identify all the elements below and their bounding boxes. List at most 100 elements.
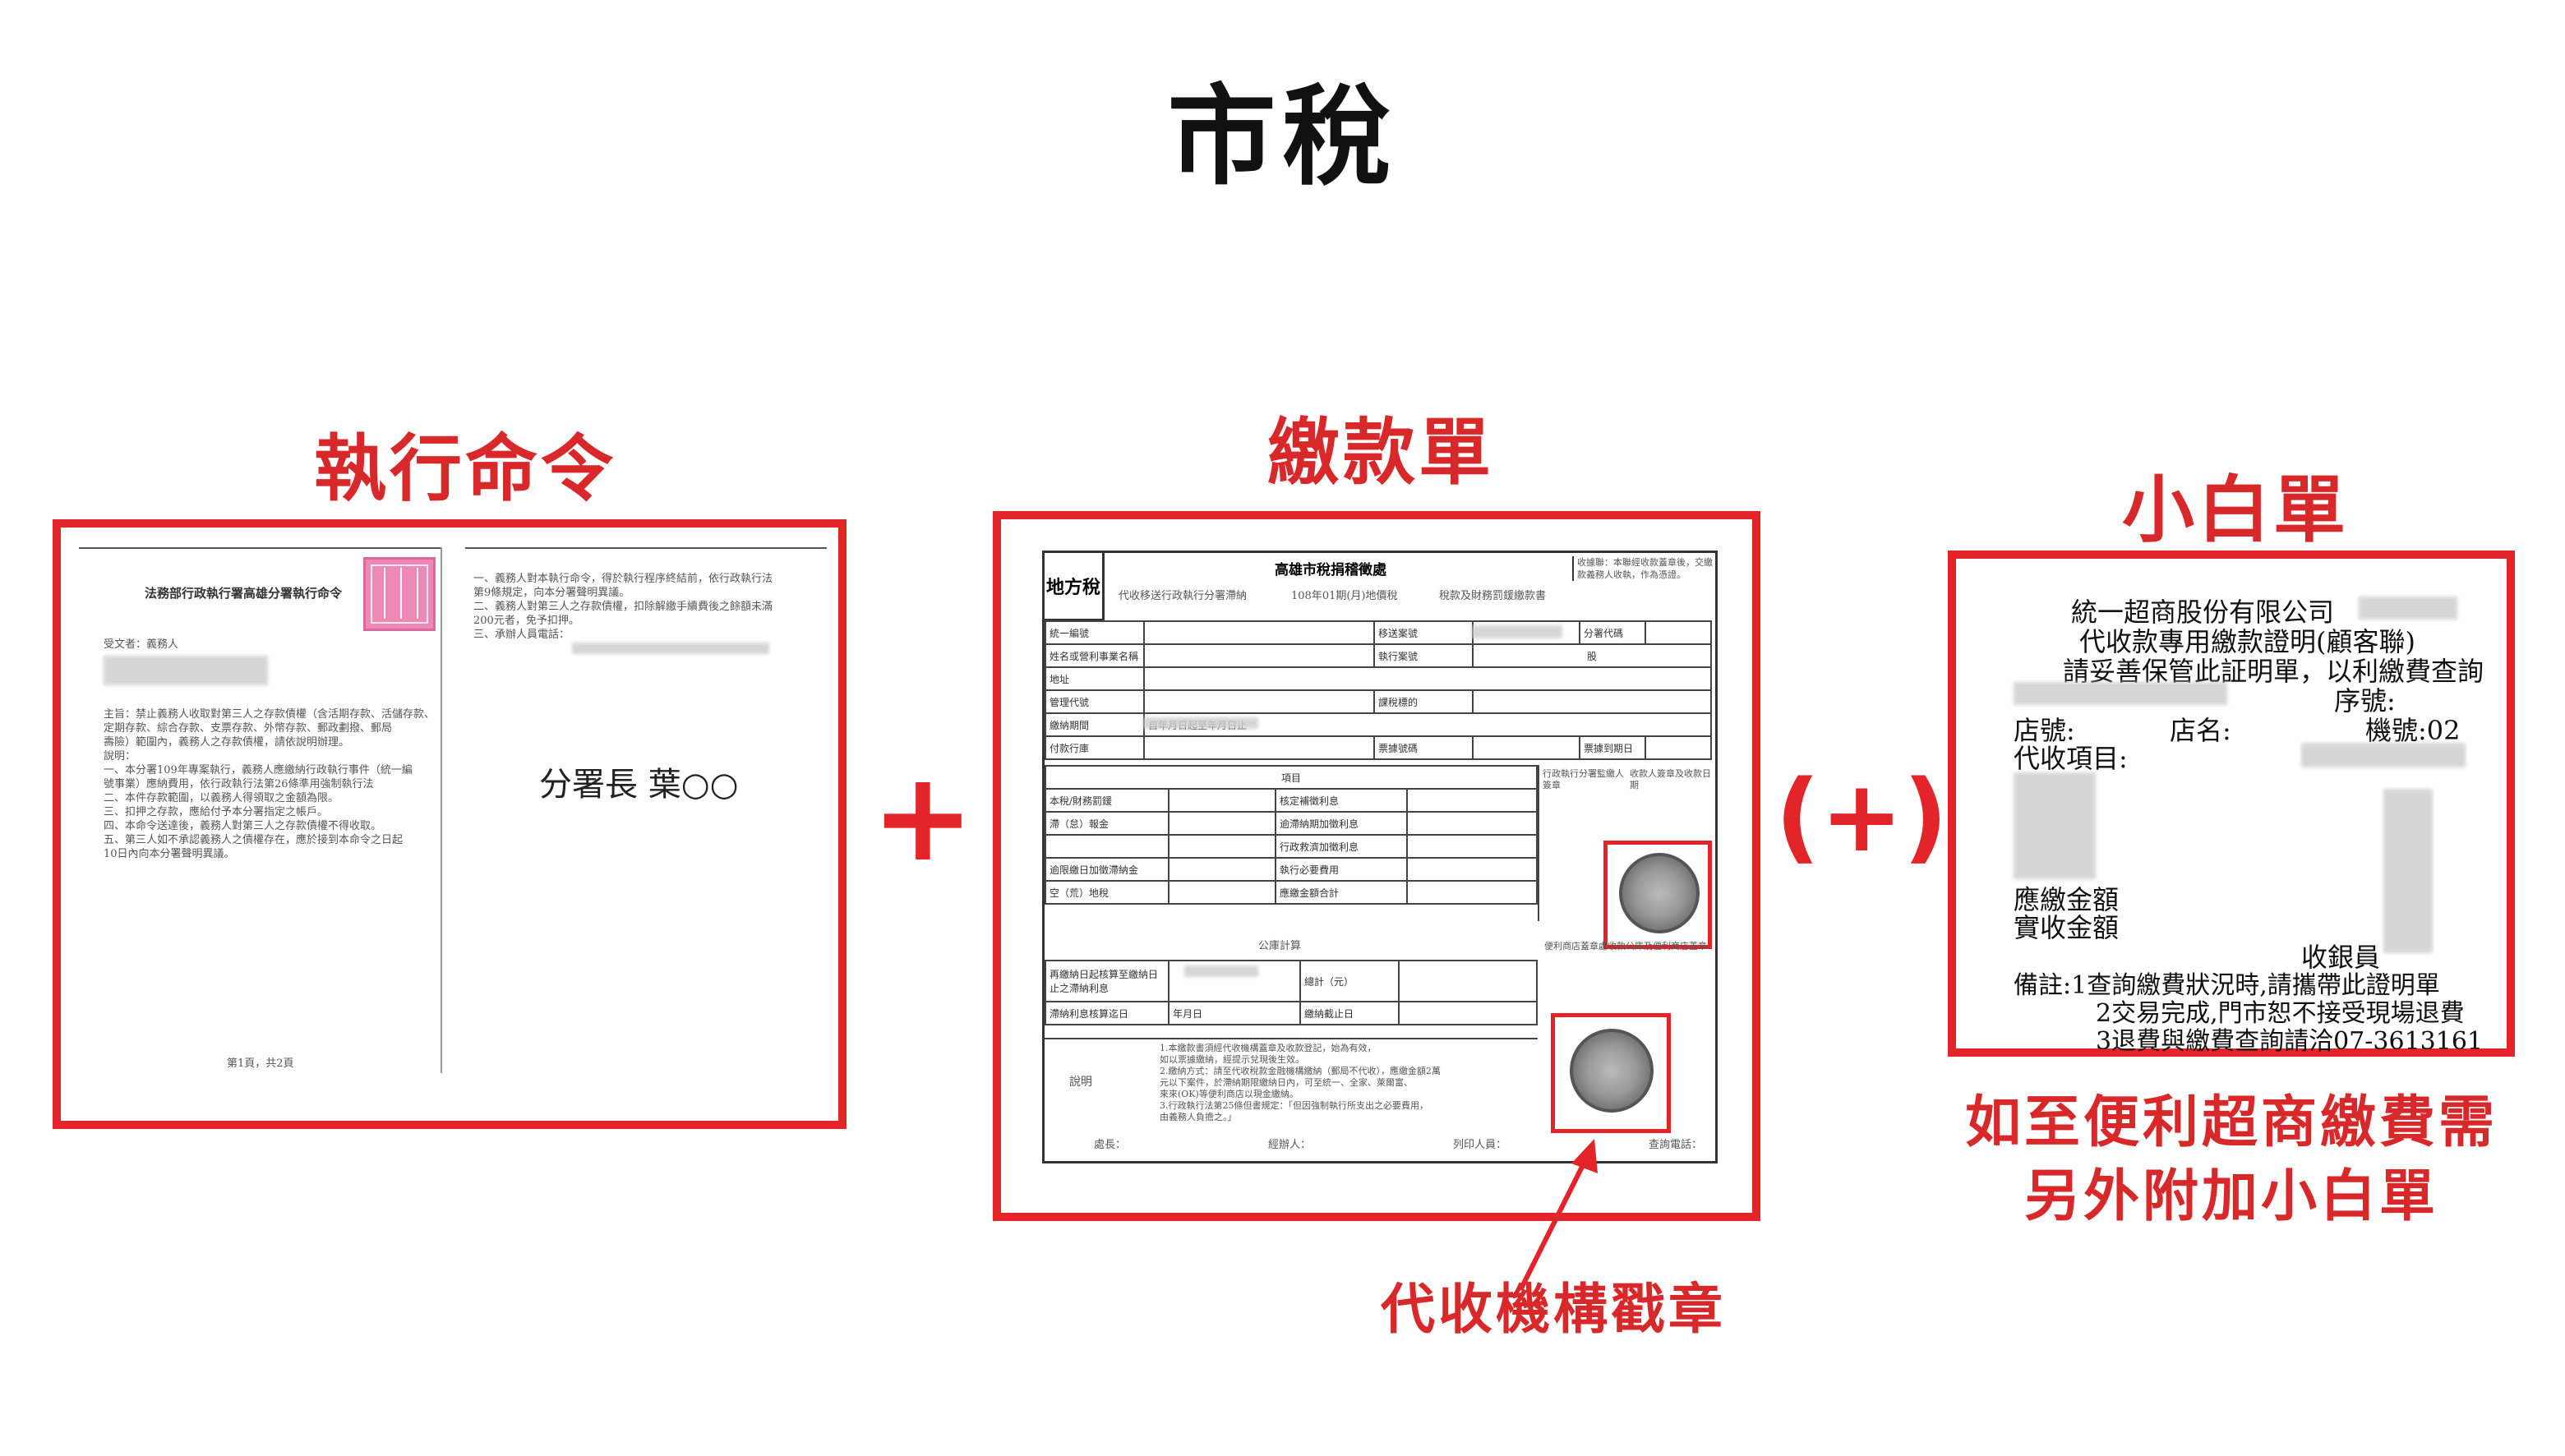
payment-slip-label: 繳款單 bbox=[1266, 410, 1494, 495]
table-cell: 年月日 bbox=[1168, 1001, 1301, 1025]
stamp-highlight-box bbox=[1603, 841, 1712, 949]
doc-recipient: 受文者：義務人 bbox=[104, 638, 179, 651]
table-row: 滯（怠）報金逾滯納期加徵利息 bbox=[1045, 811, 1538, 836]
table-row: 逾限繳日加徵滯納金執行必要費用 bbox=[1045, 857, 1538, 882]
doc-title: 法務部行政執行署高雄分署執行命令 bbox=[145, 586, 343, 601]
table-row: 付款行庫票據號碼票據到期日 bbox=[1045, 735, 1712, 760]
stamp-arrow bbox=[1518, 1139, 1598, 1292]
notes-list: 1.本繳款書須經代收機構蓋章及收款登記，始為有效， 如以票據繳納，經提示兌現後生… bbox=[1160, 1043, 1529, 1123]
slip-period: 108年01期(月)地價稅 bbox=[1291, 590, 1398, 602]
seal-column: 行政執行分署監繳人簽章 收款人簽章及收款日期 bbox=[1538, 765, 1714, 921]
table-cell: 移送案號 bbox=[1373, 620, 1474, 645]
table-cell: 核定補徵利息 bbox=[1275, 788, 1408, 813]
redacted-block bbox=[2014, 772, 2096, 879]
receipt-machine: 機號:02 bbox=[2365, 715, 2461, 746]
doc-body-line: 主旨：禁止義務人收取對第三人之存款債權（含活期存款、活儲存款、 bbox=[104, 708, 436, 721]
receipt-company: 統一超商股份有限公司 bbox=[2071, 597, 2335, 628]
doc-body-line: 壽險）範圍內，義務人之存款債權，請依說明辦理。 bbox=[104, 736, 350, 749]
table-cell: 票據到期日 bbox=[1579, 735, 1646, 760]
table-cell: 分署代碼 bbox=[1579, 620, 1646, 645]
table-cell: 票據號碼 bbox=[1373, 735, 1474, 760]
note-line: 元以下案件，於滯納期限繳納日內，可至統一、全家、萊爾富、 bbox=[1160, 1077, 1413, 1088]
table-row: 姓名或營利事業名稱 執行案號股 bbox=[1045, 643, 1712, 668]
footer-field: 處長： bbox=[1094, 1139, 1127, 1151]
notes-label: 說明 bbox=[1069, 1076, 1092, 1089]
receipt-cashier: 收銀員 bbox=[2301, 942, 2381, 973]
bank-stamp bbox=[1619, 853, 1700, 933]
table-cell: 項目 bbox=[1045, 765, 1538, 790]
receipt-doc-name: 代收款專用繳款證明(顧客聯) bbox=[2079, 626, 2415, 657]
slip-footer: 處長： 經辦人： 列印人員： 查詢電話： bbox=[1094, 1138, 1702, 1152]
doc-body-line: 三、扣押之存款，應給付予本分署指定之帳戶。 bbox=[104, 806, 329, 818]
payment-slip-frame: 地方稅 高雄市稅捐稽徵處 代收移送行政執行分署滯納 108年01期(月)地價稅 … bbox=[993, 511, 1760, 1221]
table-row: 地址 bbox=[1045, 666, 1712, 691]
table-cell: 逾滯納期加徵利息 bbox=[1275, 811, 1408, 836]
table-row: 空（荒）地稅應繳金額合計 bbox=[1045, 880, 1538, 905]
doc-page-number: 第1頁，共2頁 bbox=[227, 1057, 294, 1070]
official-seal bbox=[363, 557, 436, 631]
slip-subtitle: 代收移送行政執行分署滯納 bbox=[1119, 590, 1248, 602]
table-cell: 統一編號 bbox=[1045, 620, 1145, 645]
receipt-frame: 統一超商股份有限公司 代收款專用繳款證明(顧客聯) 請妥善保管此証明單，以利繳費… bbox=[1948, 551, 2515, 1057]
doc-top-rule bbox=[465, 547, 827, 549]
table-cell: 滯納利息核算迄日 bbox=[1045, 1001, 1169, 1025]
table-row: 滯納利息核算迄日年月日繳納截止日 bbox=[1045, 1001, 1538, 1025]
receipt-paid-label: 實收金額 bbox=[2014, 912, 2120, 943]
payment-slip-document: 地方稅 高雄市稅捐稽徵處 代收移送行政執行分署滯納 108年01期(月)地價稅 … bbox=[1042, 551, 1718, 1163]
slip-items-table: 項目 本稅/財務罰鍰核定補徵利息 滯（怠）報金逾滯納期加徵利息 行政救濟加徵利息… bbox=[1045, 765, 1538, 905]
receipt-store-name: 店名: bbox=[2170, 715, 2231, 746]
doc-right-line: 二、義務人對第三人之存款債權，扣除解繳手續費後之餘額未滿 bbox=[473, 601, 773, 613]
table-row: 管理代號 課稅標的 bbox=[1045, 689, 1712, 714]
receipt-item: 代收項目: bbox=[2014, 743, 2128, 774]
doc-right-line: 200元者，免予扣押。 bbox=[473, 615, 579, 627]
doc-body-line: 一、本分署109年專案執行，義務人應繳納行政執行事件（統一編 bbox=[104, 764, 413, 776]
plus-separator: + bbox=[871, 746, 975, 889]
table-cell: 管理代號 bbox=[1045, 689, 1145, 714]
receipt-note: 收據聯：本聯經收款蓋章後，交繳款義務人收執，作為憑證。 bbox=[1572, 556, 1717, 581]
receipt-due-label: 應繳金額 bbox=[2014, 884, 2120, 915]
note-line: 由義務人負擔之。」 bbox=[1160, 1112, 1237, 1122]
slip-header: 高雄市稅捐稽徵處 bbox=[1275, 562, 1386, 578]
table-row: 再繳納日起核算至繳納日止之滯納利息總計（元） bbox=[1045, 960, 1538, 1002]
table-row: 項目 bbox=[1045, 765, 1538, 790]
redacted-block bbox=[2359, 597, 2457, 620]
doc-body-line: 定期存款、綜合存款、支票存款、外幣存款、郵政劃撥、郵局 bbox=[104, 722, 393, 735]
redacted-block bbox=[1472, 625, 1562, 638]
note-line: 如以票據繳納，經提示兌現後生效。 bbox=[1160, 1054, 1304, 1065]
footer-field: 列印人員： bbox=[1452, 1139, 1506, 1151]
receipt-store-no: 店號: bbox=[2014, 715, 2075, 746]
receipt-label: 小白單 bbox=[2121, 468, 2349, 552]
doc-right-line: 一、義務人對本執行命令，得於執行程序終結前，依行政執行法 bbox=[473, 573, 773, 585]
stamp-highlight-box bbox=[1551, 1013, 1671, 1133]
doc-body-line: 二、本件存款範圍，以義務人得領取之金額為限。 bbox=[104, 792, 339, 804]
redacted-block bbox=[2301, 743, 2466, 767]
doc-body-line: 五、第三人如不承認義務人之債權存在，應於接到本命令之日起 bbox=[104, 834, 404, 846]
table-cell: 地址 bbox=[1045, 666, 1145, 691]
doc-right-line: 第9條規定，向本分署聲明異議。 bbox=[473, 587, 630, 599]
doc-body-line: 說明： bbox=[104, 750, 136, 763]
table-cell: 行政救濟加徵利息 bbox=[1275, 834, 1408, 859]
redacted-block bbox=[104, 656, 268, 685]
notes-area: 說明 1.本繳款書須經代收機構蓋章及收款登記，始為有效， 如以票據繳納，經提示兌… bbox=[1045, 1038, 1538, 1130]
slip-info-table: 統一編號移送案號分署代碼 姓名或營利事業名稱執行案號股 地址 管理代號課稅標的 … bbox=[1045, 620, 1712, 760]
table-cell: 執行案號 bbox=[1373, 643, 1474, 668]
redacted-block bbox=[1184, 965, 1258, 977]
note-line: 1.本繳款書須經代收機構蓋章及收款登記，始為有效， bbox=[1160, 1043, 1377, 1053]
stamp-caption: 代收機構戳章 bbox=[1381, 1278, 1726, 1341]
tax-type-box: 地方稅 bbox=[1045, 553, 1105, 621]
table-row: 統一編號 移送案號 分署代碼 bbox=[1045, 620, 1712, 645]
page-fold bbox=[441, 547, 442, 1073]
optional-plus-separator: (+) bbox=[1775, 760, 1949, 874]
redacted-block bbox=[2014, 682, 2227, 705]
execution-order-label: 執行命令 bbox=[313, 426, 616, 511]
doc-body-line: 四、本命令送達後，義務人對第三人之存款債權不得收取。 bbox=[104, 820, 382, 832]
receipt-document: 統一超商股份有限公司 代收款專用繳款證明(顧客聯) 請妥善保管此証明單，以利繳費… bbox=[1972, 575, 2490, 1056]
receipt-remark-line: 備註:1查詢繳費狀況時,請攜帶此證明單 bbox=[2014, 971, 2440, 1000]
table-cell: 股 bbox=[1472, 643, 1712, 668]
table-cell: 課稅標的 bbox=[1373, 689, 1474, 714]
redacted-block bbox=[1143, 717, 1258, 729]
receipt-keep-note: 請妥善保管此証明單，以利繳費查詢 bbox=[2063, 656, 2484, 687]
chief-signature: 分署長 葉○○ bbox=[539, 766, 739, 804]
table-cell: 姓名或營利事業名稱 bbox=[1045, 643, 1145, 668]
slip-form-name: 稅款及財務罰鍰繳款書 bbox=[1439, 590, 1547, 602]
